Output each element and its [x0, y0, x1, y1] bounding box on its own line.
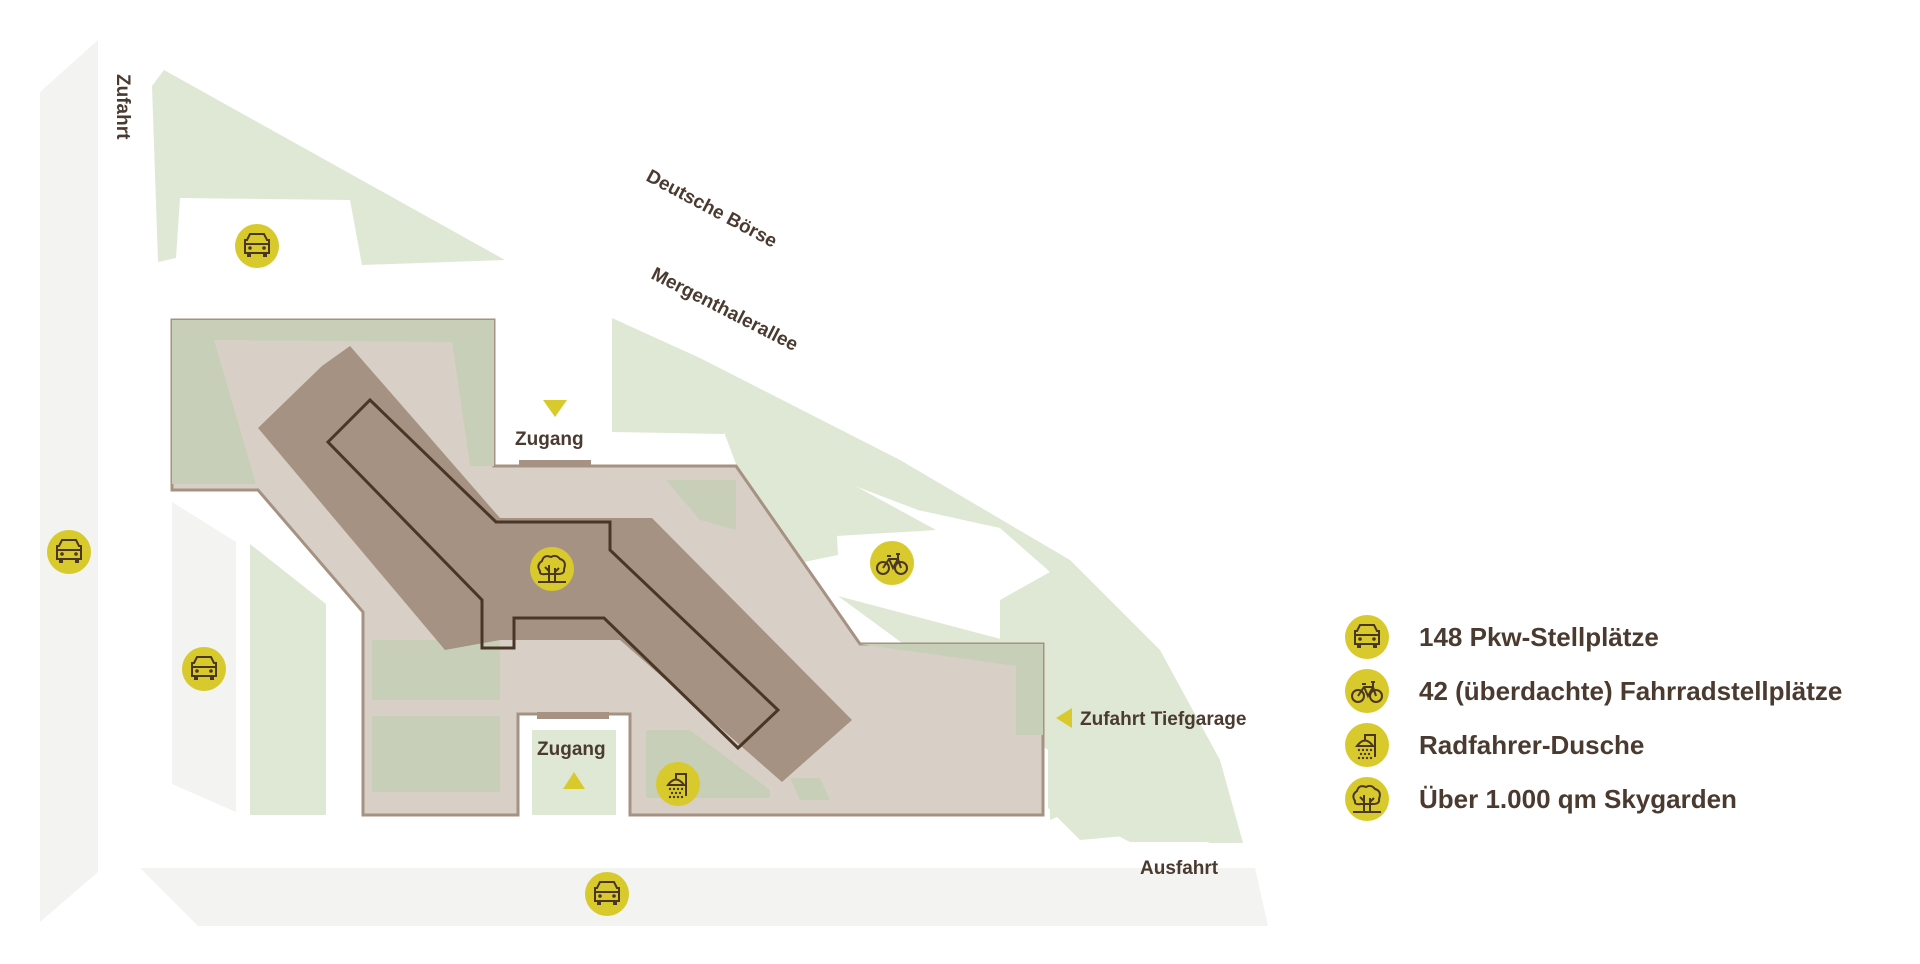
green-area-west-inner: [250, 544, 326, 815]
car-icon: [1345, 615, 1389, 659]
shower-marker: [655, 761, 701, 807]
label-zugang-top: Zugang: [515, 429, 584, 450]
road-west: [40, 40, 98, 922]
green-patch-e: [860, 644, 1043, 735]
entrance-bar-bottom: [537, 712, 609, 719]
legend-item-car-parking: 148 Pkw-Stellplätze: [1345, 610, 1905, 664]
green-patch-w2: [372, 716, 500, 792]
arrow-zugang-bottom: [563, 772, 585, 789]
legend-label: Über 1.000 qm Skygarden: [1419, 783, 1737, 814]
building-footprint-upper: [322, 346, 500, 518]
legend-item-shower: Radfahrer-Dusche: [1345, 718, 1905, 772]
green-area-northwest: [152, 70, 505, 265]
legend-item-bicycle-parking: 42 (überdachte) Fahrradstellplätze: [1345, 664, 1905, 718]
legend-label: 148 Pkw-Stellplätze: [1419, 621, 1659, 652]
trees-icon: [529, 546, 575, 592]
car-icon: [234, 223, 280, 269]
legend-label: Radfahrer-Dusche: [1419, 729, 1645, 760]
arrow-zufahrt-tiefgarage: [1056, 708, 1072, 728]
bicycle-icon: [1345, 669, 1389, 713]
skygarden-marker: [529, 546, 575, 592]
arrow-zugang-top: [543, 400, 567, 417]
green-area-east-lower: [1048, 745, 1125, 840]
green-patch-ne: [666, 480, 736, 530]
green-patch-nw: [172, 320, 494, 484]
car-parking-marker-left: [181, 646, 227, 692]
entrance-bar-top: [519, 460, 591, 467]
green-area-southeast: [1050, 790, 1098, 820]
car-icon: [46, 529, 92, 575]
shower-icon: [655, 761, 701, 807]
green-patch-se: [790, 778, 830, 800]
label-mergenthalerallee: Mergenthalerallee: [648, 264, 802, 356]
car-icon: [181, 646, 227, 692]
label-deutsche-boerse: Deutsche Börse: [643, 166, 781, 252]
green-patch-w1: [372, 640, 500, 700]
label-zufahrt-tiefgarage: Zufahrt Tiefgarage: [1080, 709, 1246, 730]
bicycle-parking-marker: [869, 540, 915, 586]
shower-icon: [1345, 723, 1389, 767]
car-parking-marker-top: [234, 223, 280, 269]
legend-item-skygarden: Über 1.000 qm Skygarden: [1345, 772, 1905, 826]
road-south: [140, 868, 1268, 926]
skygarden-outline: [325, 397, 781, 751]
car-parking-marker-bottom: [584, 871, 630, 917]
car-icon: [584, 871, 630, 917]
label-ausfahrt: Ausfahrt: [1140, 858, 1219, 879]
green-area-east-strip: [786, 448, 936, 537]
label-zugang-bottom: Zugang: [537, 739, 606, 760]
trees-icon: [1345, 777, 1389, 821]
legend: 148 Pkw-Stellplätze 42 (überdachte) Fahr…: [1345, 610, 1905, 826]
legend-label: 42 (überdachte) Fahrradstellplätze: [1419, 675, 1843, 706]
car-parking-marker-left-road: [46, 529, 92, 575]
bicycle-icon: [869, 540, 915, 586]
label-zufahrt: Zufahrt: [112, 74, 133, 140]
